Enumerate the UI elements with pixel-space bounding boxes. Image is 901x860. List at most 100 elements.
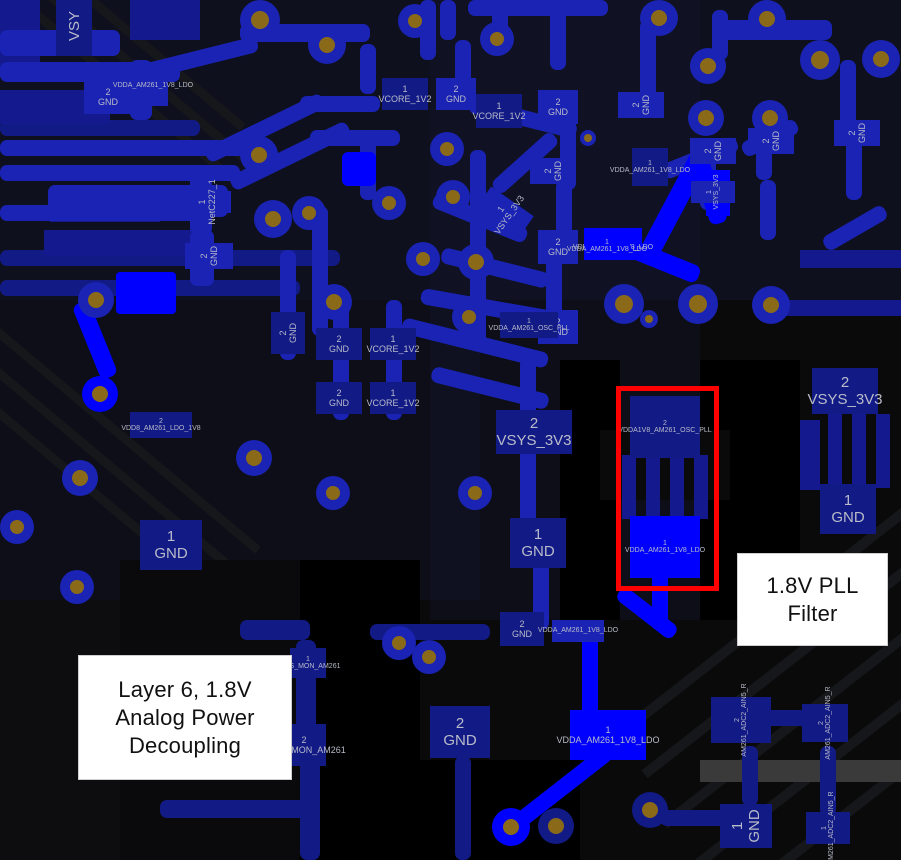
copper-trace (310, 130, 400, 146)
copper-pour (780, 300, 901, 316)
pad-net-label: GND (548, 246, 568, 257)
pad-net-label: AM261_ADC2_AIN5_R (824, 686, 832, 760)
pad-pin-number: 2 (542, 168, 553, 174)
callout-line-1: Layer 6, 1.8V (118, 676, 252, 702)
pad-net-label: GND (208, 246, 219, 266)
copper-pour (670, 455, 684, 519)
via (632, 792, 668, 828)
copper-trace (840, 60, 856, 130)
via (604, 284, 644, 324)
via (748, 0, 786, 38)
pad-pin-number: 1 (402, 83, 408, 94)
pad-pin-number: 2 (846, 130, 857, 136)
pad-net-label: NetC227_1 (206, 179, 217, 225)
decoupling-callout-box: Layer 6, 1.8V Analog Power Decoupling (78, 655, 292, 780)
pad-net-label: GND (770, 131, 781, 151)
copper-trace (640, 20, 656, 100)
copper-trace (240, 620, 310, 640)
pad-vdda-am261-1v8-ldo[interactable]: VDDA_AM261_1V8_LDO (113, 66, 193, 106)
pad-pin-number: 1 (605, 724, 611, 735)
via (398, 4, 432, 38)
pad-net-label: VDDA_AM261_1V8_LDO (609, 166, 691, 174)
pad-pin-number: 1 (496, 100, 502, 111)
via (382, 626, 416, 660)
via (62, 460, 98, 496)
copper-trace (360, 44, 376, 94)
via (308, 26, 346, 64)
antipad-region (300, 560, 420, 860)
copper-trace (742, 746, 758, 806)
pad-pin-number: 2 (455, 714, 465, 732)
via (800, 40, 840, 80)
pll-filter-callout-box: 1.8V PLL Filter (737, 553, 888, 646)
copper-trace (760, 180, 776, 240)
copper-pour (44, 230, 194, 256)
via (452, 300, 486, 334)
pad-vsy[interactable]: VSY (56, 0, 92, 56)
callout-line-3: Decoupling (128, 732, 242, 758)
copper-trace (0, 140, 250, 156)
pad-pin-number: 1 (166, 527, 176, 545)
pad-pin-number: 2 (663, 419, 667, 427)
via (430, 132, 464, 166)
pad-pin-number: 1 (663, 539, 667, 547)
pad-net-label: VDDA_AM261_OSC_PLL (488, 324, 570, 332)
pad-vdda-am261-1v8-ldo[interactable]: VDDA_AM261_1V8_LDO (538, 620, 618, 642)
via (580, 130, 596, 146)
pad-pin-number: 2 (733, 718, 741, 722)
pad-net-label: GND (548, 106, 568, 117)
copper-trace (820, 746, 836, 816)
pad-net-label: GND (329, 397, 349, 408)
pad-pin-number: 2 (277, 330, 288, 336)
pad-net-label: VDDA_AM261_1V8_LDO (566, 245, 648, 253)
copper-pour (622, 455, 636, 519)
pad-net-label: VDDA_AM261_1V8_LDO (112, 82, 194, 89)
via (316, 284, 352, 320)
via (458, 244, 494, 280)
pad-net-label: GND (521, 542, 555, 560)
pad-net-label: GND (287, 323, 298, 343)
highlight-net-via (492, 808, 530, 846)
via (688, 100, 724, 136)
callout-line-2: Filter (787, 600, 838, 626)
